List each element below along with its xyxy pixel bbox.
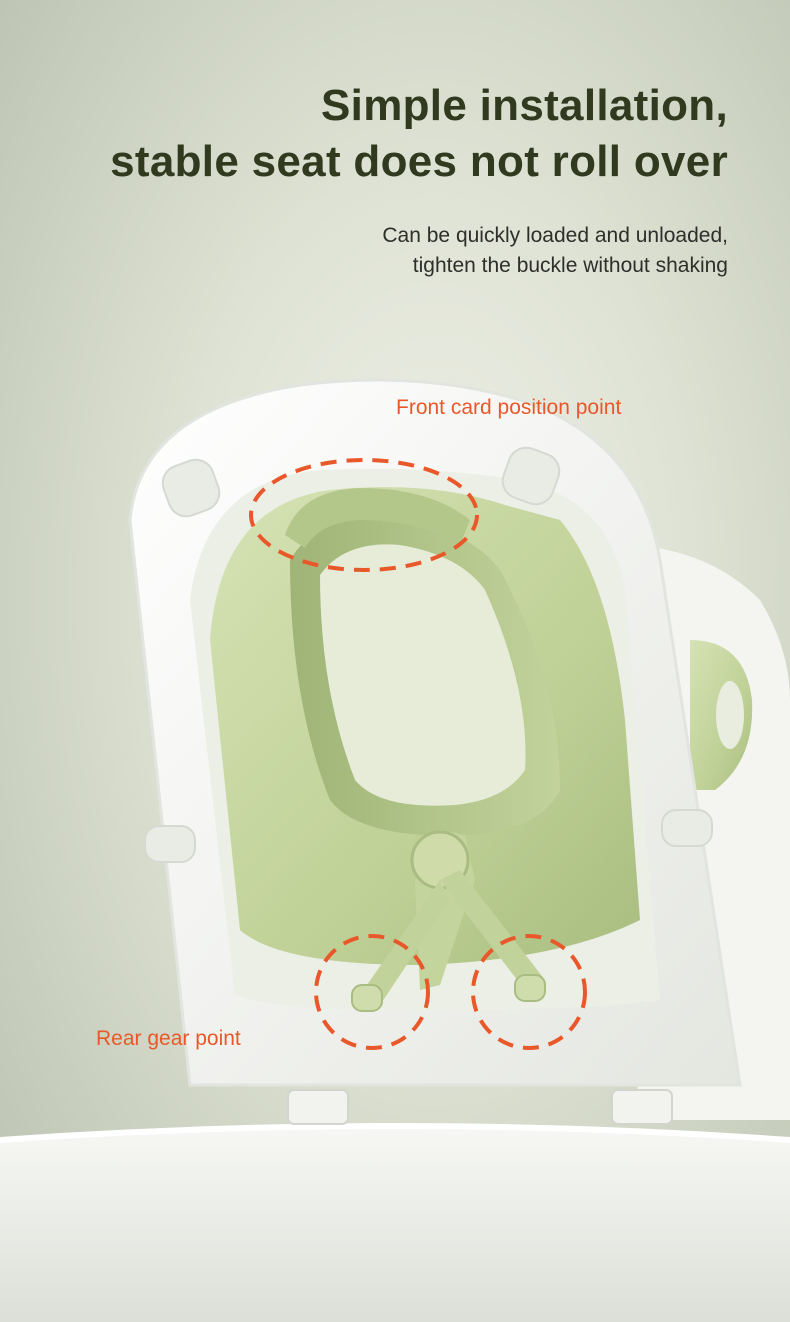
lid-hinges <box>287 1089 673 1125</box>
toilet-bowl-base <box>0 1123 790 1322</box>
front-card-callout: Front card position point <box>396 396 622 419</box>
headline-line-1: Simple installation, <box>321 81 728 130</box>
rear-gear-assembly <box>351 830 546 1012</box>
callout-circles <box>249 458 587 1050</box>
subtext: Can be quickly loaded and unloaded, tigh… <box>128 221 728 281</box>
green-side-handle <box>690 640 753 790</box>
subtext-line-1: Can be quickly loaded and unloaded, <box>382 224 728 247</box>
rear-gear-circle-right <box>471 934 587 1050</box>
rear-gear-callout: Rear gear point <box>96 1027 241 1050</box>
subtext-line-2: tighten the buckle without shaking <box>412 254 728 277</box>
rear-gear-circle-left <box>314 934 430 1050</box>
headline: Simple installation, stable seat does no… <box>28 78 728 190</box>
headline-line-2: stable seat does not roll over <box>110 137 728 186</box>
front-position-circle <box>249 458 479 572</box>
green-potty-insert <box>210 487 640 965</box>
